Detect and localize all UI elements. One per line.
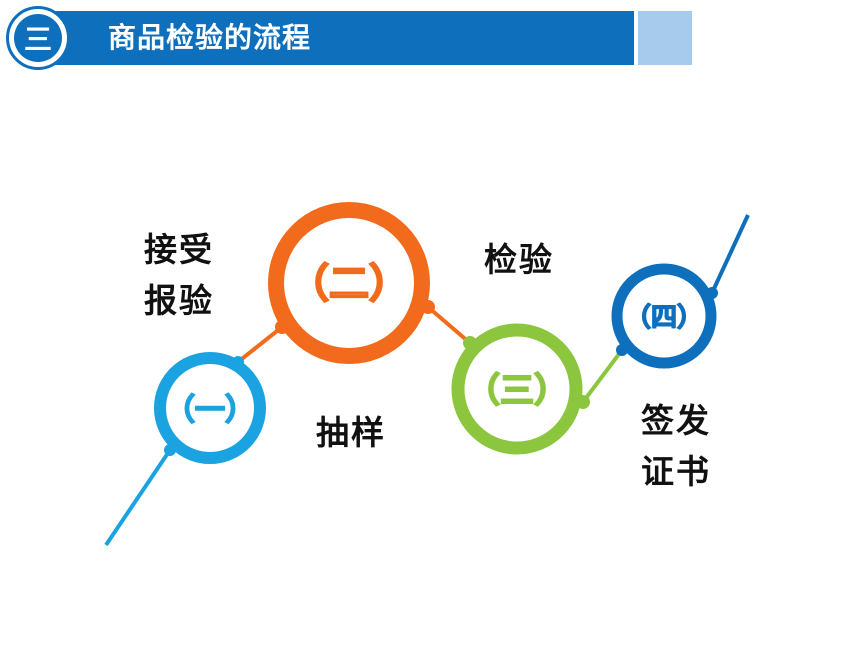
title-bar-accent [638,11,692,65]
label-receive-line2: 报验 [144,281,214,321]
connector-line-start [104,448,172,547]
step-4-node: （四） [611,263,718,369]
section-number: 三 [14,14,62,62]
title-bar [38,11,634,65]
step-1-number: （一） [165,393,255,428]
label-inspection: 检验 [484,240,554,279]
step-3-number: （三） [466,371,568,411]
step-3-node: （三） [451,323,590,455]
step-2-number: （二） [289,261,409,307]
label-sampling: 抽样 [316,413,386,452]
connector-line-3-4 [581,348,624,404]
connector-line-1-2 [236,325,284,364]
page-title: 商品检验的流程 [108,21,312,54]
section-number-badge: 三 [6,6,70,70]
label-issue-certificate: 签发 证书 [641,395,711,497]
label-receive-line1: 接受 [144,230,214,269]
connector-line-end [710,214,750,294]
step-1-node: （一） [154,352,266,464]
connector-line-2-3 [426,305,472,345]
step-2-node: （二） [268,202,435,364]
label-certificate-line1: 签发 [641,401,711,440]
label-receive-inspection: 接受 报验 [144,224,214,326]
label-certificate-line2: 证书 [641,452,711,492]
step-4-number: （四） [625,303,703,333]
